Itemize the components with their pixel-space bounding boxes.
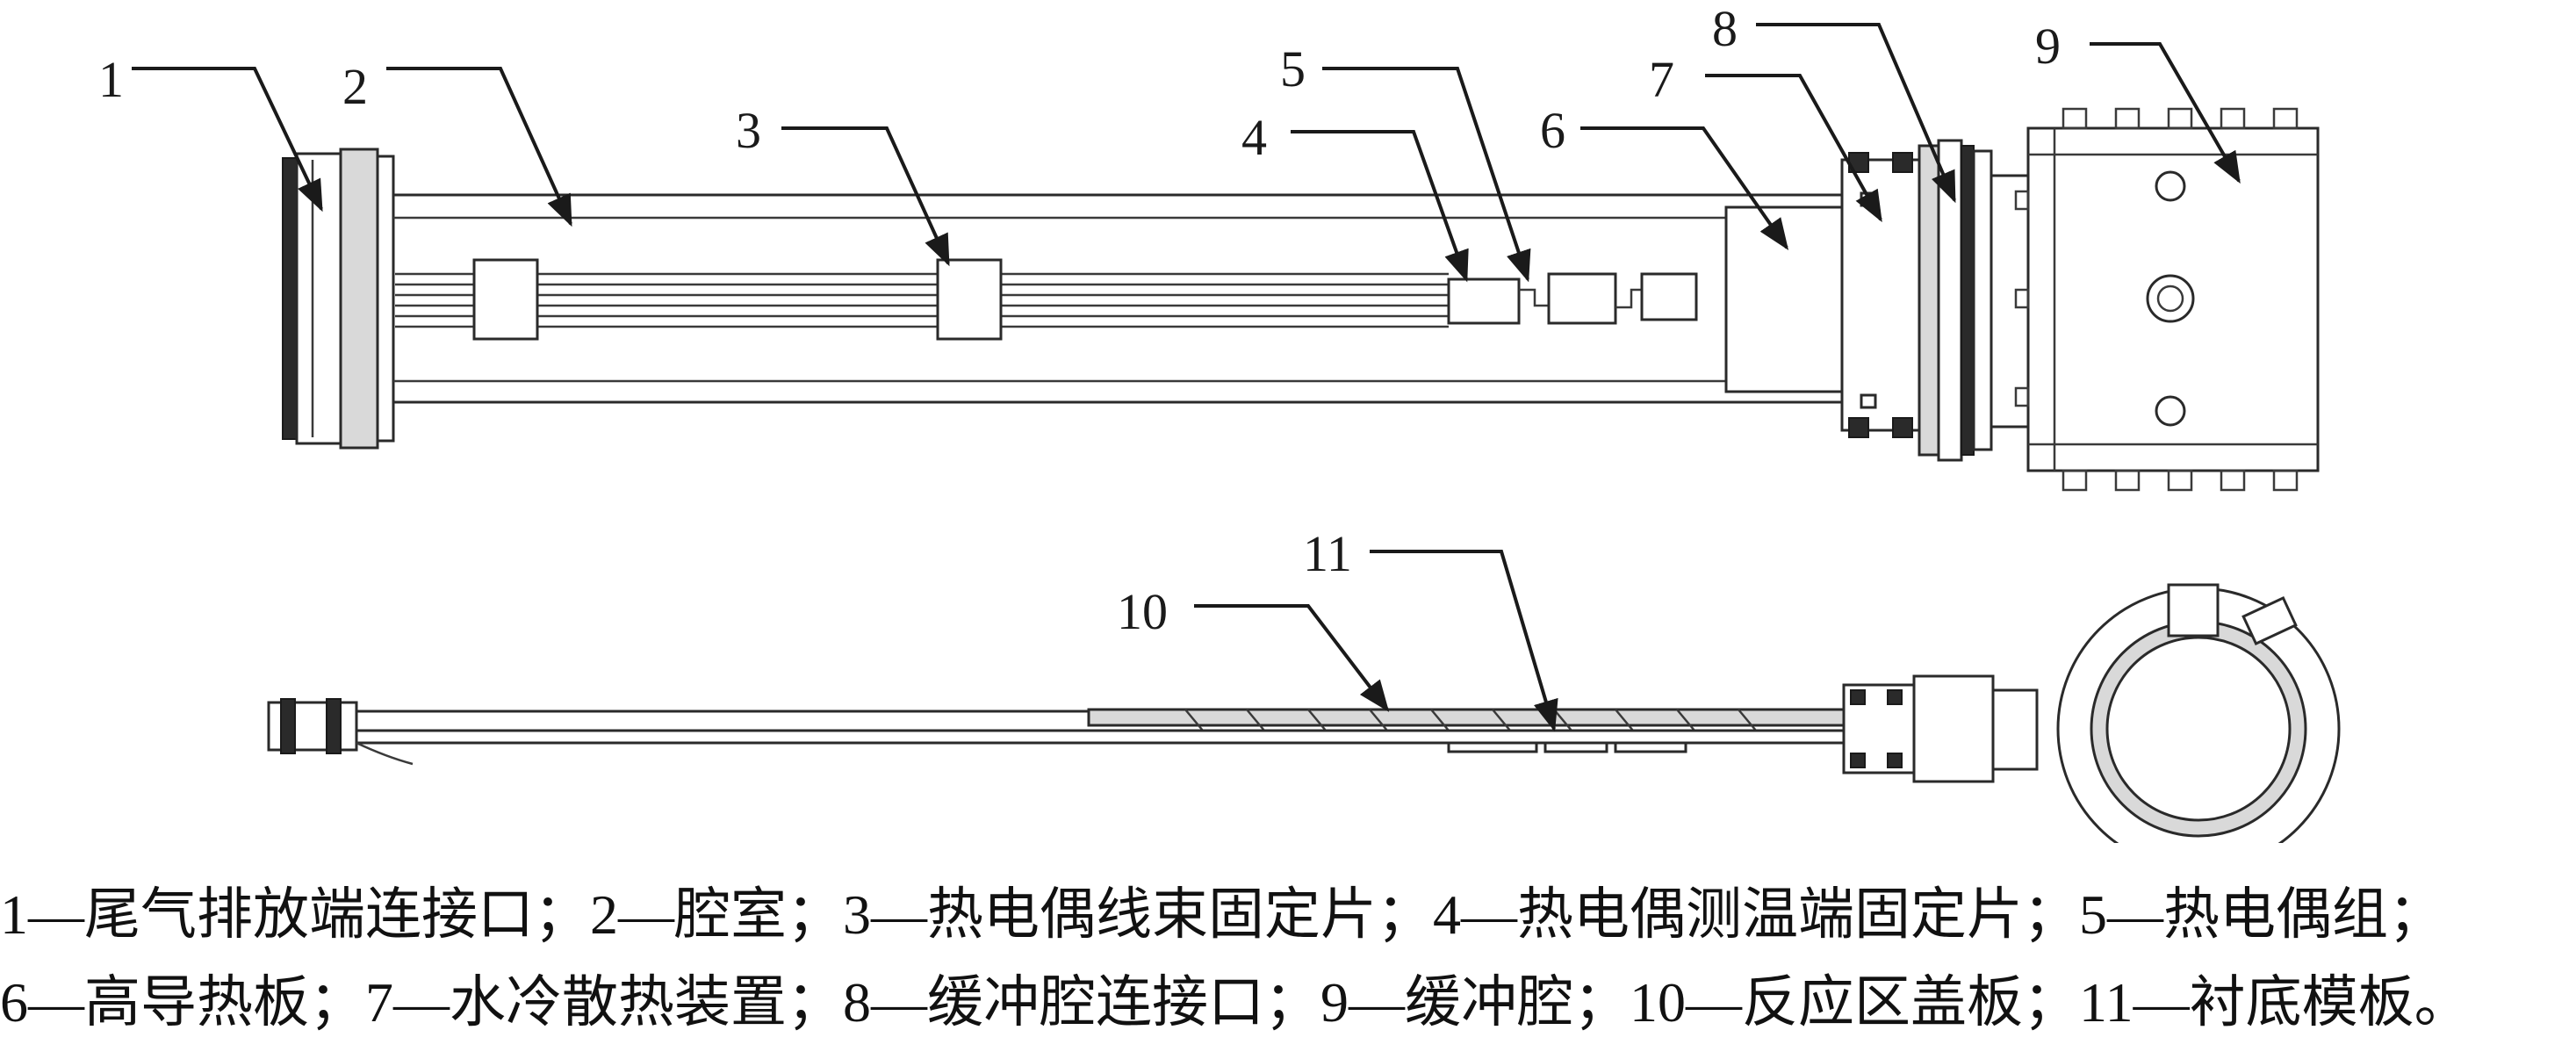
top-view (282, 107, 2320, 492)
label-8: 8 (1712, 0, 1738, 57)
water-cooling-device (1840, 152, 1921, 438)
thermocouple-group (1447, 272, 1698, 325)
side-buffer-chamber (2056, 583, 2341, 843)
caption-line-1: 1—尾气排放端连接口；2—腔室；3—热电偶线束固定片；4—热电偶测温端固定片；5… (0, 883, 2444, 946)
leader-lines (132, 23, 2241, 732)
thermocouple-wires (395, 272, 1449, 328)
label-1: 1 (98, 51, 124, 108)
base-plate (355, 729, 2035, 745)
device-drawing: 1 2 3 4 5 6 7 8 9 10 11 (98, 0, 2341, 843)
cover-hatching (1184, 709, 1757, 731)
buffer-chamber-port (1918, 139, 2030, 462)
part-labels: 1 2 3 4 5 6 7 8 9 10 11 (98, 0, 2061, 640)
label-11: 11 (1303, 525, 1352, 582)
label-10: 10 (1117, 583, 1168, 640)
label-6: 6 (1540, 102, 1565, 159)
side-cooling-block (1842, 674, 2039, 783)
label-7: 7 (1649, 51, 1674, 108)
side-flange (267, 698, 358, 754)
side-view (267, 583, 2341, 843)
buffer-chamber (2014, 107, 2320, 492)
chamber (392, 193, 1844, 404)
wire-bundle-clip (936, 258, 1003, 341)
label-4: 4 (1241, 109, 1267, 166)
label-9: 9 (2035, 18, 2061, 75)
label-3: 3 (736, 102, 761, 159)
caption-line-2: 6—高导热板；7—水冷散热装置；8—缓冲腔连接口；9—缓冲腔；10—反应区盖板；… (0, 971, 2471, 1034)
thermal-conductive-plate (1724, 205, 1844, 393)
label-2: 2 (342, 58, 368, 115)
label-5: 5 (1280, 40, 1306, 97)
exhaust-port (282, 148, 395, 450)
substrate-template (1087, 708, 1846, 727)
wire-bundle-clip (472, 258, 539, 341)
